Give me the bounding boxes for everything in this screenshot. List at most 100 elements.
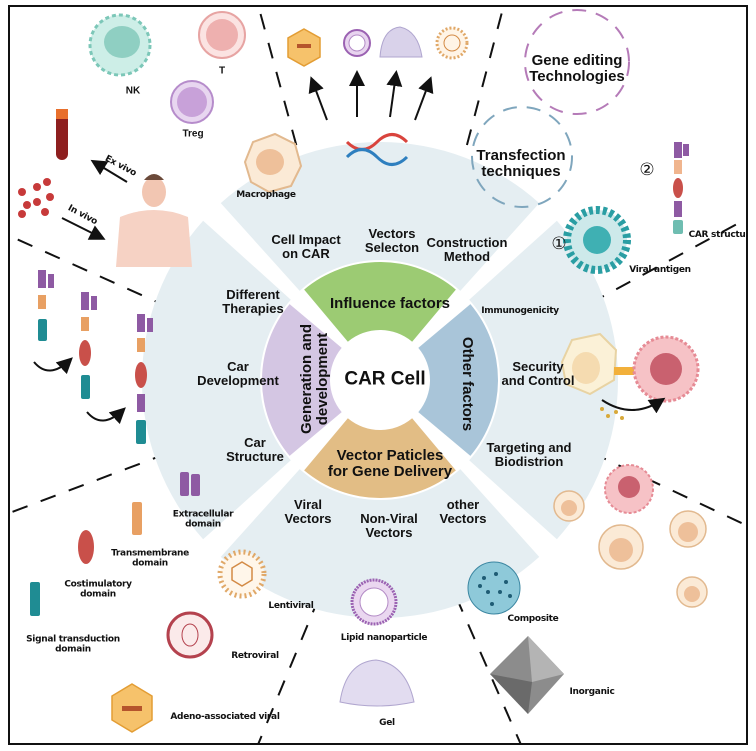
line: domain (185, 519, 221, 529)
gel-top-icon (379, 26, 423, 58)
dna-icon (345, 133, 409, 166)
line: Non-Viral (360, 510, 418, 526)
other-factors-label: Other factors (459, 336, 477, 432)
diagram-frame: NK T Treg Macrophage Ex vivo In vivo Gen… (8, 5, 748, 745)
transfection-bubble (471, 106, 573, 208)
marker-2: ② (639, 159, 655, 180)
composite-nanoparticle-icon (467, 561, 521, 615)
costimulatory-domain-icon (78, 530, 94, 564)
retrovirus-icon (166, 611, 214, 659)
curved-arrow-icon (33, 357, 73, 375)
lentivirus-icon (217, 549, 267, 599)
car-generation-3-icon (135, 314, 153, 444)
car-generation-1-icon (38, 270, 54, 341)
line: Transmembrane (111, 548, 189, 559)
line: Structure (226, 449, 284, 464)
gene-editing-line1: Gene editing (531, 51, 623, 69)
center-circle (332, 332, 428, 428)
transfection-line1: Transfection (476, 146, 566, 164)
aav-icon (111, 683, 153, 733)
lipid-nanoparticle-icon (350, 578, 398, 626)
gene-editing-bubble (524, 9, 630, 115)
nk-label: NK (125, 85, 141, 97)
nk-cell-icon (88, 13, 152, 77)
extracellular-domain-icon (180, 472, 200, 496)
vector-particles-line1: Vector Paticles (336, 446, 444, 464)
line: Car (244, 434, 266, 450)
line: Cell Impact (271, 231, 341, 247)
line: and Control (501, 373, 575, 388)
car-t-cell-killing-icon (560, 332, 700, 420)
line: Selecton (364, 240, 420, 255)
gene-editing-line2: Technologies (529, 68, 625, 85)
line: Method (443, 249, 491, 264)
treg-label: Treg (182, 128, 204, 140)
line: Security (512, 358, 564, 374)
generation-line2: development (314, 332, 331, 426)
lipid-nanoparticle-top-icon (343, 29, 371, 57)
line: other (446, 496, 480, 512)
line: Development (197, 373, 279, 388)
ex-vivo-arrow (90, 159, 128, 183)
transmembrane-domain-icon (132, 502, 142, 535)
outer-sector-influence (220, 141, 540, 291)
inner-sector-other (418, 304, 498, 456)
arrow-icon (386, 70, 403, 118)
line: Biodistrion (494, 454, 564, 469)
human-body-icon (116, 174, 192, 267)
diagram-canvas (11, 9, 746, 743)
t-cell-label: T (218, 65, 226, 77)
vector-arrows (308, 70, 434, 121)
viral-antigen-icon (563, 206, 631, 274)
inner-sector-influence (304, 261, 456, 342)
arrow-icon (414, 76, 434, 121)
line: Construction (426, 234, 508, 250)
inner-sector-generation (261, 304, 342, 456)
tumor-cell-cluster-icon (553, 464, 708, 608)
transfection-line2: techniques (481, 163, 561, 180)
blood-cells-icon (18, 178, 54, 218)
car-structure-icon (673, 142, 689, 234)
line: Costimulatory (64, 579, 132, 590)
inorganic-nanoparticle-icon (490, 636, 564, 714)
center-label: CAR Cell (344, 368, 426, 390)
line: Different (226, 286, 280, 302)
vector-particles-line2: for Gene Delivery (327, 463, 453, 480)
outer-sector-vectors (220, 469, 540, 618)
gel-icon (339, 659, 415, 707)
line: domain (132, 558, 168, 568)
curved-arrow-icon (86, 407, 126, 425)
outer-sector-other (469, 220, 618, 540)
macrophage-icon (243, 132, 303, 194)
aav-capsid-icon (287, 28, 321, 67)
outer-sector-generation (141, 220, 291, 540)
treg-cell-icon (170, 80, 214, 124)
lentivirus-top-icon (435, 26, 469, 60)
retroviral-label: Retroviral (231, 651, 279, 662)
line: domain (80, 589, 116, 599)
car-structure-label: CAR structure (688, 230, 746, 241)
line: Extracellular (172, 509, 234, 520)
influence-factors-label: Influence factors (329, 294, 451, 312)
in-vivo-arrow (61, 217, 106, 240)
line: Targeting and (486, 439, 572, 455)
signal-transduction-domain-icon (30, 582, 40, 616)
